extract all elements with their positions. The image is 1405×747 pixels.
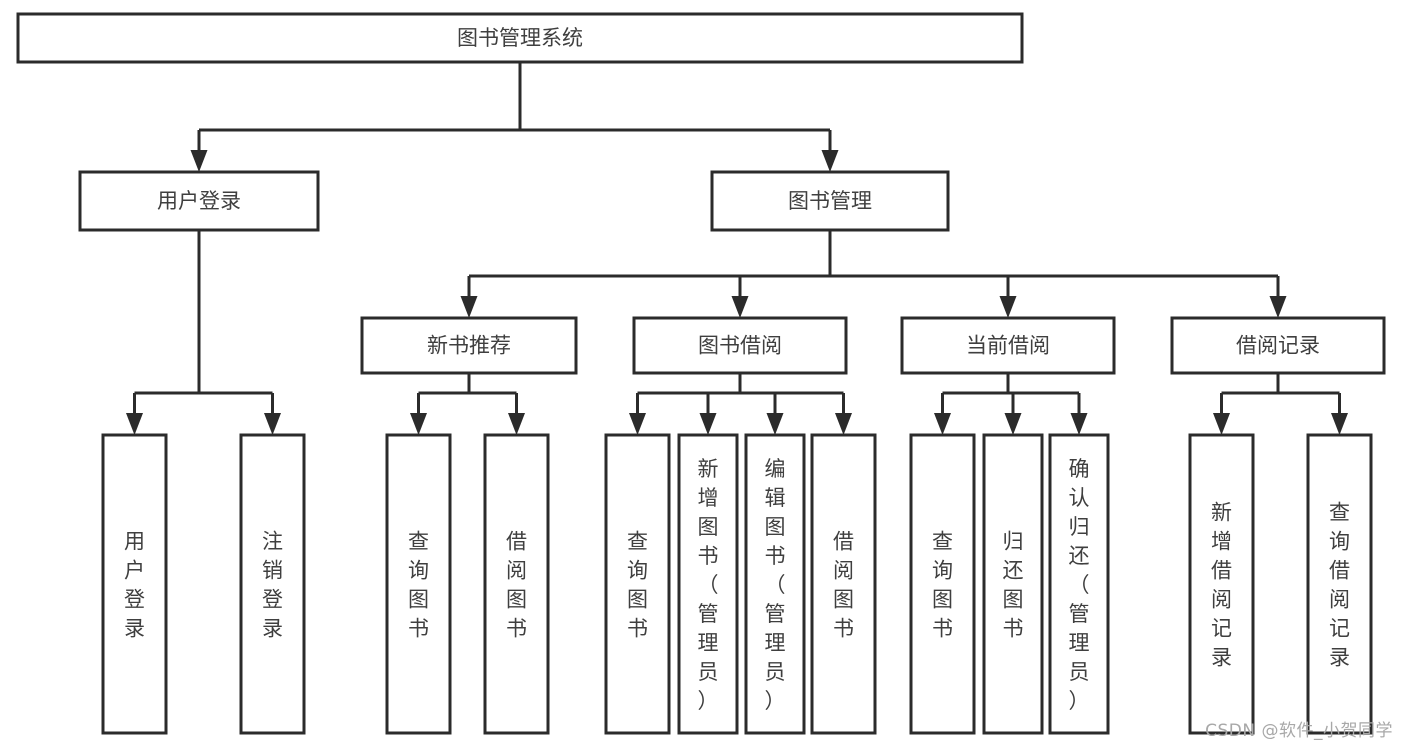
node-label: 新书推荐 xyxy=(427,334,511,358)
node-box xyxy=(982,433,1044,735)
node-box xyxy=(1048,433,1110,735)
node-label: 编辑图书（管理员） xyxy=(765,457,786,713)
connector-layer xyxy=(126,62,1348,435)
node-label: 借阅图书 xyxy=(506,530,527,641)
node-leaf-add-book[interactable]: 新增图书（管理员） xyxy=(677,433,739,735)
node-box xyxy=(239,433,306,735)
node-box xyxy=(677,433,739,735)
node-label: 查询图书 xyxy=(932,530,953,641)
node-leaf-borrow-book-b[interactable]: 借阅图书 xyxy=(810,433,877,735)
node-label: 借阅记录 xyxy=(1236,334,1320,358)
node-box xyxy=(810,433,877,735)
node-borrow-record[interactable]: 借阅记录 xyxy=(1170,316,1386,375)
node-leaf-logout[interactable]: 注销登录 xyxy=(239,433,306,735)
node-leaf-add-record[interactable]: 新增借阅记录 xyxy=(1188,433,1255,735)
node-box xyxy=(632,316,848,375)
node-user-login[interactable]: 用户登录 xyxy=(78,170,320,232)
node-leaf-borrow-book-a[interactable]: 借阅图书 xyxy=(483,433,550,735)
node-label: 当前借阅 xyxy=(966,334,1050,358)
node-label: 查询借阅记录 xyxy=(1329,501,1350,670)
node-leaf-query-book-a[interactable]: 查询图书 xyxy=(385,433,452,735)
node-label: 图书管理系统 xyxy=(457,26,583,50)
node-leaf-return-book[interactable]: 归还图书 xyxy=(982,433,1044,735)
node-box xyxy=(604,433,671,735)
node-box xyxy=(909,433,976,735)
node-leaf-query-book-b[interactable]: 查询图书 xyxy=(604,433,671,735)
node-box xyxy=(1188,433,1255,735)
node-label: 注销登录 xyxy=(262,530,283,641)
node-leaf-confirm-return[interactable]: 确认归还（管理员） xyxy=(1048,433,1110,735)
node-leaf-query-book-c[interactable]: 查询图书 xyxy=(909,433,976,735)
node-box xyxy=(1306,433,1373,735)
node-label: 图书借阅 xyxy=(698,334,782,358)
node-leaf-query-record[interactable]: 查询借阅记录 xyxy=(1306,433,1373,735)
node-label: 用户登录 xyxy=(124,530,145,641)
node-label: 新增图书（管理员） xyxy=(698,457,719,713)
node-label: 查询图书 xyxy=(408,530,429,641)
node-box xyxy=(744,433,806,735)
node-root[interactable]: 图书管理系统 xyxy=(16,12,1024,64)
node-box xyxy=(483,433,550,735)
node-label: 确认归还（管理员） xyxy=(1069,457,1090,713)
node-box xyxy=(385,433,452,735)
node-new-book-rec[interactable]: 新书推荐 xyxy=(360,316,578,375)
node-box xyxy=(78,170,320,232)
node-box xyxy=(1170,316,1386,375)
node-box xyxy=(710,170,950,232)
node-layer: 图书管理系统用户登录图书管理新书推荐图书借阅当前借阅借阅记录用户登录注销登录查询… xyxy=(16,12,1386,735)
node-box xyxy=(101,433,168,735)
node-label: 归还图书 xyxy=(1003,530,1024,641)
node-leaf-edit-book[interactable]: 编辑图书（管理员） xyxy=(744,433,806,735)
node-book-manage[interactable]: 图书管理 xyxy=(710,170,950,232)
node-label: 用户登录 xyxy=(157,189,241,213)
node-book-borrow[interactable]: 图书借阅 xyxy=(632,316,848,375)
node-leaf-user-login[interactable]: 用户登录 xyxy=(101,433,168,735)
node-current-borrow[interactable]: 当前借阅 xyxy=(900,316,1116,375)
node-box xyxy=(360,316,578,375)
node-label: 查询图书 xyxy=(627,530,648,641)
node-label: 图书管理 xyxy=(788,189,872,213)
node-box xyxy=(900,316,1116,375)
node-label: 借阅图书 xyxy=(833,530,854,641)
node-label: 新增借阅记录 xyxy=(1211,501,1232,670)
node-box xyxy=(16,12,1024,64)
